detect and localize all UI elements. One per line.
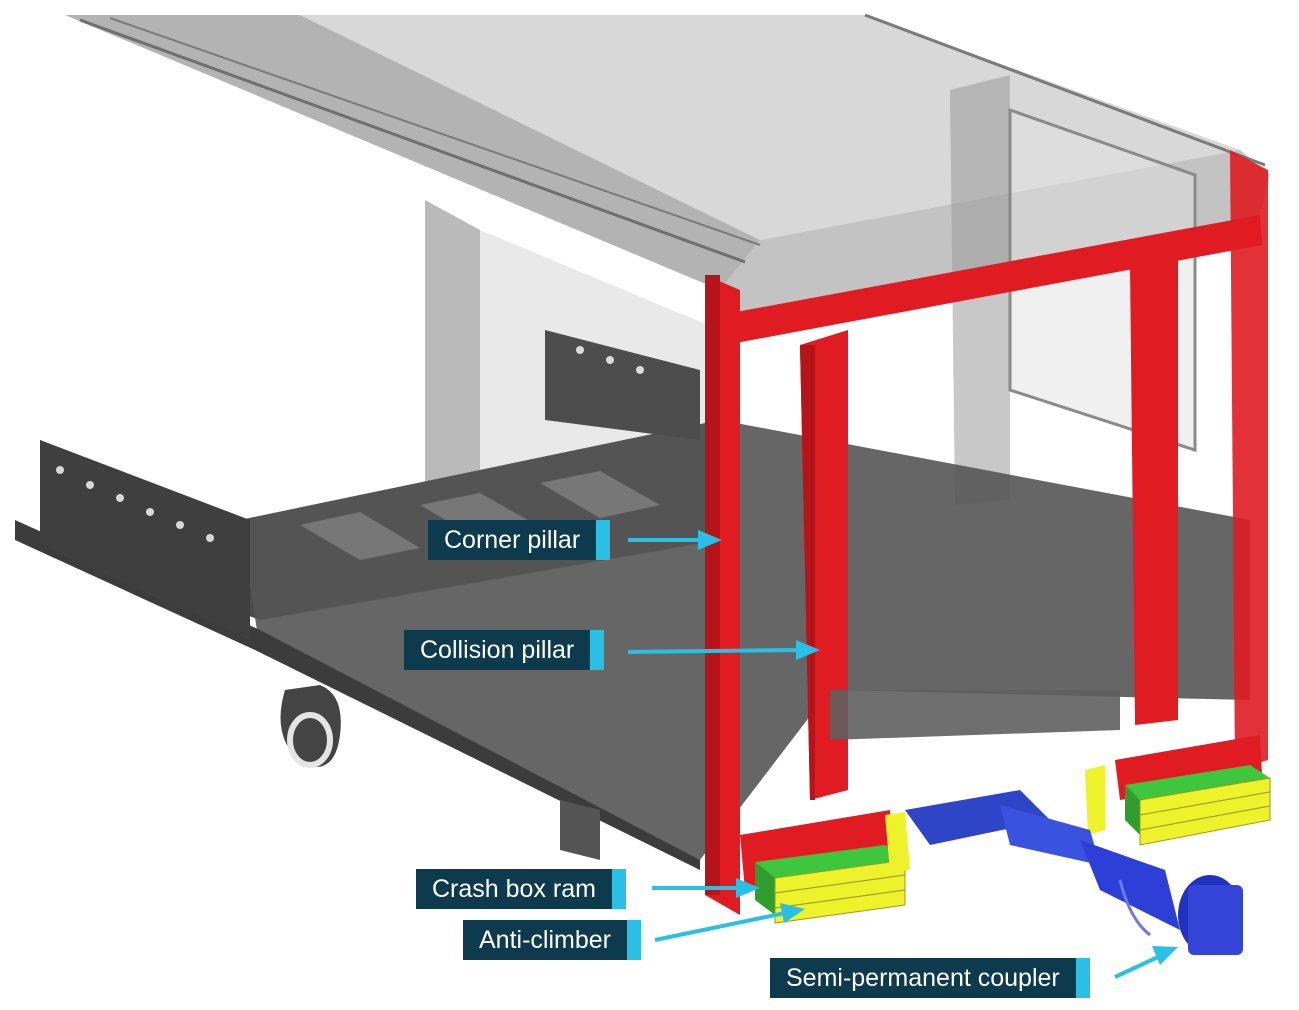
anti-climber-label: Anti-climber bbox=[463, 920, 627, 960]
collision-pillar-callout: Collision pillar bbox=[404, 630, 605, 670]
crash-box-ram-label: Crash box ram bbox=[416, 869, 612, 909]
anti-climber-right bbox=[1085, 765, 1271, 846]
callout-accent-tab bbox=[1075, 958, 1090, 998]
crash-structure bbox=[705, 150, 1268, 915]
anti-climber-left bbox=[774, 812, 910, 924]
semi-permanent-coupler bbox=[905, 790, 1243, 955]
callout-accent-tab bbox=[596, 520, 611, 560]
collision-pillar-label: Collision pillar bbox=[404, 630, 591, 670]
anti-climber-callout: Anti-climber bbox=[463, 920, 641, 960]
semi-permanent-coupler-callout: Semi-permanent coupler bbox=[770, 958, 1090, 998]
corner-pillar-label: Corner pillar bbox=[428, 520, 597, 560]
crash-box-ram-callout: Crash box ram bbox=[416, 869, 626, 909]
callout-accent-tab bbox=[626, 920, 641, 960]
callout-arrows bbox=[627, 530, 1178, 979]
callout-accent-tab bbox=[590, 630, 605, 670]
callout-accent-tab bbox=[611, 869, 626, 909]
semi-permanent-coupler-label: Semi-permanent coupler bbox=[770, 958, 1076, 998]
underframe bbox=[15, 330, 1250, 870]
buffer-beam bbox=[830, 690, 1120, 740]
crash-box-ram-left bbox=[755, 845, 905, 915]
corner-pillar-callout: Corner pillar bbox=[428, 520, 611, 560]
crash-box-ram-right bbox=[1125, 765, 1270, 835]
